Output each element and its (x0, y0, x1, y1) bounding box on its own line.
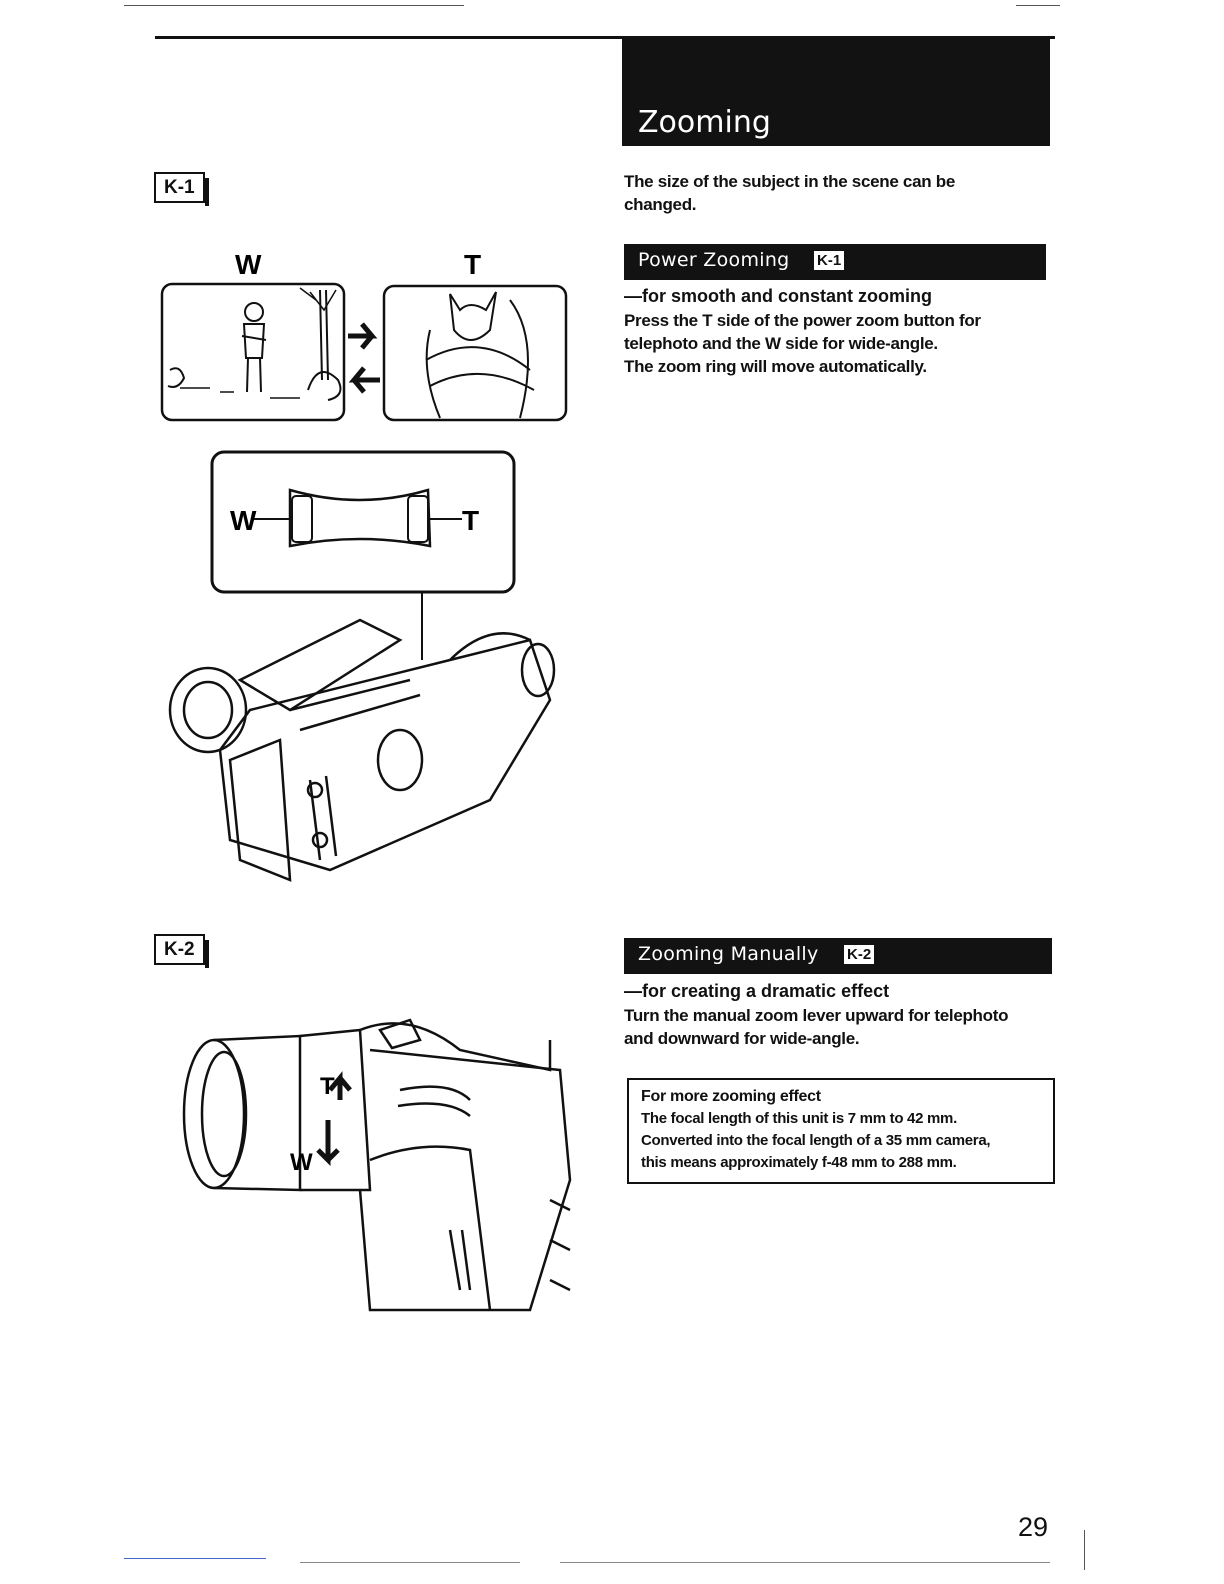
zoom-out-arrow (348, 366, 380, 394)
manual-zoom-lever: T W (290, 1071, 352, 1176)
top-rule-right (1016, 5, 1060, 6)
figure-k1-illustration: W T W T (160, 249, 568, 882)
camcorder-illustration (168, 618, 556, 882)
zooming-manually-heading-bar: Zooming Manually K-2 (624, 938, 1052, 974)
intro-line-1: The size of the subject in the scene can… (624, 172, 955, 191)
zooming-manually-line-1: Turn the manual zoom lever upward for te… (624, 1006, 1009, 1025)
note-line-1: The focal length of this unit is 7 mm to… (641, 1110, 957, 1127)
figure-tag-k2: K-2 (154, 934, 209, 968)
zooming-manually-figure-ref: K-2 (844, 945, 875, 964)
power-zooming-subheading: —for smooth and constant zooming (624, 286, 932, 306)
page-title: Zooming (638, 105, 771, 140)
note-line-2: Converted into the focal length of a 35 … (641, 1132, 991, 1149)
intro-line-2: changed. (624, 195, 697, 214)
telephoto-frame (382, 284, 568, 422)
bottom-rule-left (124, 1558, 266, 1559)
top-rule-left (124, 5, 464, 6)
right-edge-rule (1084, 1530, 1085, 1570)
zoom-button-w-label: W (230, 505, 257, 536)
power-zooming-heading-bar: Power Zooming K-1 (624, 244, 1046, 280)
page-title-bar: Zooming (622, 36, 1050, 146)
lever-w-label: W (290, 1149, 313, 1176)
power-zoom-button-callout: W T (210, 450, 516, 660)
power-zooming-line-3: The zoom ring will move automatically. (624, 357, 927, 376)
header-rule (155, 36, 1055, 39)
power-zooming-line-2: telephoto and the W side for wide-angle. (624, 334, 938, 353)
zoom-button-t-label: T (462, 505, 479, 536)
bottom-rule-mid (300, 1562, 520, 1563)
figure-tag-k1: K-1 (154, 172, 209, 206)
zooming-manually-line-2: and downward for wide-angle. (624, 1029, 860, 1048)
note-line-3: this means approximately f-48 mm to 288 … (641, 1154, 957, 1171)
figure-k1-label-w: W (235, 249, 262, 280)
intro-text: The size of the subject in the scene can… (624, 170, 1044, 216)
power-zooming-line-1: Press the T side of the power zoom butto… (624, 311, 981, 330)
lever-t-label: T (320, 1073, 335, 1100)
zoom-in-arrow (348, 322, 378, 350)
power-zooming-figure-ref: K-1 (814, 251, 845, 270)
figure-k2-illustration: T W (182, 1018, 572, 1312)
note-box: For more zooming effect The focal length… (627, 1078, 1055, 1184)
note-title: For more zooming effect (641, 1088, 821, 1105)
figure-k1-label-t: T (464, 249, 481, 280)
power-zooming-body: Press the T side of the power zoom butto… (624, 309, 1054, 378)
lens-barrel-illustration (182, 1018, 572, 1312)
zooming-manually-body: Turn the manual zoom lever upward for te… (624, 1004, 1054, 1050)
zooming-manually-subheading: —for creating a dramatic effect (624, 981, 890, 1001)
bottom-rule-right (560, 1562, 1050, 1563)
wide-angle-frame (160, 282, 346, 422)
power-zooming-heading: Power Zooming (638, 249, 790, 271)
zooming-manually-heading: Zooming Manually (638, 943, 819, 965)
page-number: 29 (1017, 1512, 1048, 1542)
